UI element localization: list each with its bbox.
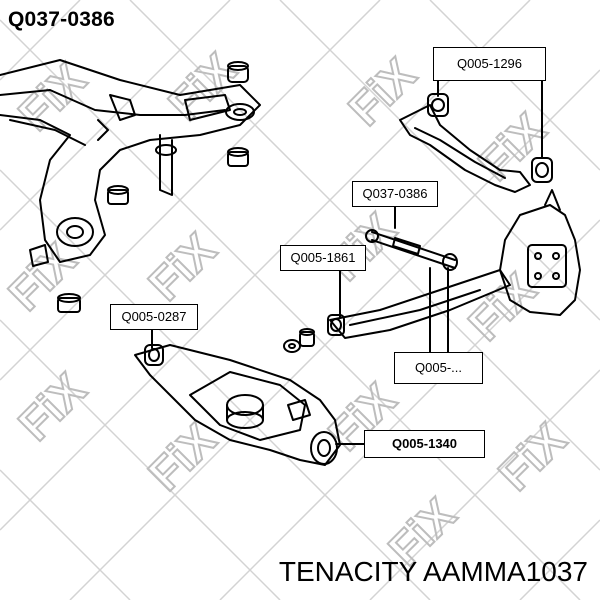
subframe-bushings [57,61,255,313]
lower-control-arm [134,344,341,466]
small-bushings [283,328,315,353]
toe-link-rod [365,229,458,271]
lower-link-arm [327,269,511,339]
brand-part-label: TENACITY AAMMA1037 [278,556,588,587]
knuckle-hub-carrier [499,189,581,316]
callout-q005-partial: Q005-... [394,352,483,384]
callout-q005-1340: Q005-1340 [364,430,485,458]
leader-lines [151,79,543,445]
page-title: Q037-0386 [8,8,115,31]
subframe-crossmember [0,59,261,267]
callout-q005-1296: Q005-1296 [433,47,546,81]
callout-q037-0386: Q037-0386 [352,181,438,207]
callout-q005-1861: Q005-1861 [280,245,366,271]
callout-q005-0287: Q005-0287 [110,304,198,330]
upper-control-arm [399,93,553,193]
